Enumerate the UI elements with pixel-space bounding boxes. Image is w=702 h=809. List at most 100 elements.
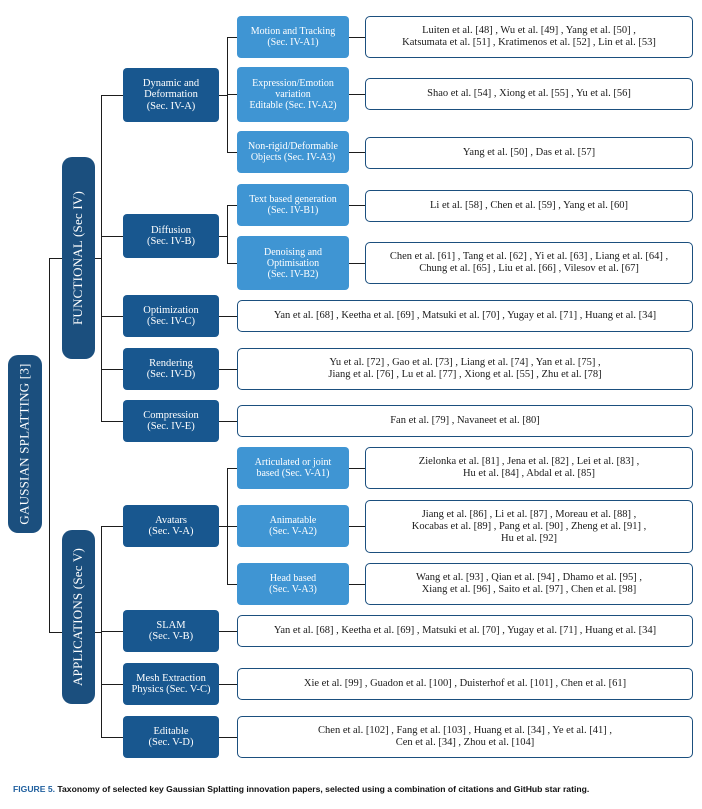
connector: [227, 205, 228, 263]
node-expression: Expression/Emotion variation Editable (S…: [237, 67, 349, 122]
node-label: (Sec. V-B): [148, 631, 194, 642]
refs-rendering: Yu et al. [72] , Gao et al. [73] , Liang…: [237, 348, 693, 390]
ref-line: Fan et al. [79] , Navaneet et al. [80]: [390, 415, 540, 426]
node-motion-tracking: Motion and Tracking (Sec. IV-A1): [237, 16, 349, 58]
ref-line: Hu et al. [84] , Abdal et al. [85]: [462, 468, 596, 479]
node-denoising: Denoising and Optimisation (Sec. IV-B2): [237, 236, 349, 290]
connector: [219, 684, 237, 685]
connector: [95, 632, 101, 633]
node-label: (Sec. IV-B1): [267, 205, 319, 216]
node-diffusion: Diffusion (Sec. IV-B): [123, 214, 219, 258]
node-rendering: Rendering (Sec. IV-D): [123, 348, 219, 390]
node-label: Avatars: [155, 514, 187, 526]
node-compression: Compression (Sec. IV-E): [123, 400, 219, 442]
node-label: Rendering: [149, 357, 193, 369]
refs-animatable: Jiang et al. [86] , Li et al. [87] , Mor…: [365, 500, 693, 553]
connector: [101, 236, 123, 237]
node-head-based: Head based (Sec. V-A3): [237, 563, 349, 605]
refs-slam: Yan et al. [68] , Keetha et al. [69] , M…: [237, 615, 693, 647]
ref-line: Yang et al. [50] , Das et al. [57]: [462, 147, 596, 158]
connector: [95, 258, 101, 259]
ref-line: Jiang et al. [86] , Li et al. [87] , Mor…: [421, 508, 637, 520]
refs-mesh: Xie et al. [99] , Guadon et al. [100] , …: [237, 668, 693, 700]
node-label: Head based: [269, 573, 317, 584]
node-label: Articulated or joint: [254, 457, 332, 468]
ref-line: Chung et al. [65] , Liu et al. [66] , Vi…: [419, 263, 639, 274]
node-label: Physics (Sec. V-C): [131, 684, 211, 695]
node-dynamic: Dynamic and Deformation (Sec. IV-A): [123, 68, 219, 122]
connector: [101, 737, 123, 738]
connector: [227, 263, 237, 264]
node-label: (Sec. IV-C): [146, 316, 196, 327]
node-optimization: Optimization (Sec. IV-C): [123, 295, 219, 337]
node-mesh: Mesh Extraction Physics (Sec. V-C): [123, 663, 219, 705]
ref-line: Jiang et al. [76] , Lu et al. [77] , Xio…: [328, 369, 602, 380]
connector: [349, 526, 365, 527]
node-label: (Sec. IV-B): [146, 236, 196, 247]
node-avatars: Avatars (Sec. V-A): [123, 505, 219, 547]
connector: [349, 37, 365, 38]
ref-line: Zielonka et al. [81] , Jena et al. [82] …: [418, 456, 640, 467]
connector: [101, 369, 123, 370]
connector: [219, 737, 237, 738]
node-label: Editable (Sec. IV-A2): [249, 100, 337, 111]
ref-line: Cen et al. [34] , Zhou et al. [104]: [395, 737, 535, 748]
figure-caption: FIGURE 5. Taxonomy of selected key Gauss…: [13, 784, 589, 794]
node-label: Text based generation: [249, 194, 337, 205]
connector: [219, 526, 227, 527]
node-animatable: Animatable (Sec. V-A2): [237, 505, 349, 547]
applications-label: APPLICATIONS (Sec V): [70, 547, 86, 687]
ref-line: Katsumata et al. [51] , Kratimenos et al…: [402, 37, 656, 48]
refs-optimization: Yan et al. [68] , Keetha et al. [69] , M…: [237, 300, 693, 332]
functional-category: FUNCTIONAL (Sec IV): [62, 157, 95, 359]
ref-line: Xiang et al. [96] , Saito et al. [97] , …: [421, 584, 637, 595]
node-label: variation: [275, 89, 311, 100]
refs-denoising: Chen et al. [61] , Tang et al. [62] , Yi…: [365, 242, 693, 284]
node-label: Optimisation: [266, 257, 320, 269]
ref-line: Yan et al. [68] , Keetha et al. [69] , M…: [273, 625, 657, 636]
refs-expression: Shao et al. [54] , Xiong et al. [55] , Y…: [365, 78, 693, 110]
ref-line: Luiten et al. [48] , Wu et al. [49] , Ya…: [422, 25, 636, 36]
node-label: (Sec. V-A): [148, 526, 194, 537]
node-label: (Sec. V-A3): [269, 584, 317, 595]
refs-nonrigid: Yang et al. [50] , Das et al. [57]: [365, 137, 693, 169]
node-label: (Sec. IV-A): [146, 100, 196, 112]
node-label: (Sec. V-D): [148, 737, 194, 748]
ref-line: Yu et al. [72] , Gao et al. [73] , Liang…: [329, 357, 601, 368]
node-label: Dynamic and: [142, 77, 200, 89]
connector: [101, 684, 123, 685]
ref-line: Li et al. [58] , Chen et al. [59] , Yang…: [430, 200, 628, 211]
ref-line: Yan et al. [68] , Keetha et al. [69] , M…: [273, 310, 657, 321]
node-label: Compression: [143, 409, 199, 421]
node-label: Non-rigid/Deformable: [248, 141, 338, 152]
refs-text-generation: Li et al. [58] , Chen et al. [59] , Yang…: [365, 190, 693, 222]
node-label: (Sec. IV-B2): [267, 268, 319, 280]
node-label: Mesh Extraction: [136, 672, 206, 684]
connector: [227, 584, 237, 585]
node-articulated: Articulated or joint based (Sec. V-A1): [237, 447, 349, 489]
node-label: Editable: [153, 725, 189, 737]
connector: [227, 152, 237, 153]
node-label: (Sec. IV-E): [147, 421, 195, 432]
connector: [101, 95, 123, 96]
ref-line: Wang et al. [93] , Qian et al. [94] , Dh…: [416, 572, 642, 583]
node-label: SLAM: [156, 619, 186, 631]
connector: [349, 468, 365, 469]
node-label: Expression/Emotion: [252, 78, 334, 89]
refs-head-based: Wang et al. [93] , Qian et al. [94] , Dh…: [365, 563, 693, 605]
connector: [219, 95, 227, 96]
applications-category: APPLICATIONS (Sec V): [62, 530, 95, 704]
root-node: GAUSSIAN SPLATTING [3]: [8, 355, 42, 533]
node-label: Denoising and: [263, 246, 323, 258]
refs-articulated: Zielonka et al. [81] , Jena et al. [82] …: [365, 447, 693, 489]
connector: [349, 263, 365, 264]
connector: [219, 316, 237, 317]
connector: [101, 421, 123, 422]
connector: [219, 421, 237, 422]
figure-label: FIGURE 5.: [13, 784, 56, 794]
ref-line: Hu et al. [92]: [501, 532, 557, 544]
refs-editable: Chen et al. [102] , Fang et al. [103] , …: [237, 716, 693, 758]
root-label: GAUSSIAN SPLATTING [3]: [17, 363, 32, 525]
connector: [49, 258, 62, 259]
node-nonrigid: Non-rigid/Deformable Objects (Sec. IV-A3…: [237, 131, 349, 173]
